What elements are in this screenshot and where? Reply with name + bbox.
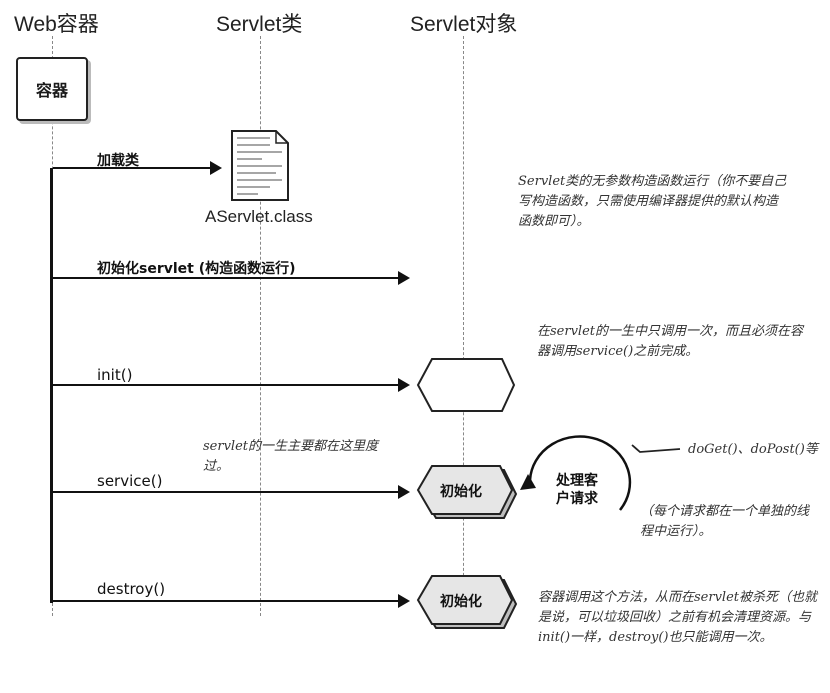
lifeline-servlet-class — [260, 36, 261, 616]
lifeline-servlet-object — [463, 36, 464, 616]
container-label: 容器 — [35, 81, 68, 100]
note-thread: （每个请求都在一个单独的线程中运行）。 — [640, 504, 810, 539]
note-init-once: 在servlet的一生中只调用一次，而且必须在容器调用service()之前完成… — [537, 324, 803, 359]
label-destroy: destroy() — [97, 580, 166, 598]
class-file-name: AServlet.class — [205, 207, 313, 226]
arrow-service — [53, 485, 410, 499]
note-constructor: Servlet类的无参数构造函数运行（你不要自己写构造函数，只需使用编译器提供的… — [518, 174, 787, 229]
note-do-methods: doGet()、doPost()等 — [688, 442, 818, 457]
activation-bar — [50, 168, 53, 603]
hexagon-init — [416, 358, 516, 412]
note-life-here: servlet的一生主要都在这里度过。 — [203, 439, 378, 474]
label-init: init() — [97, 366, 133, 384]
label-init-servlet: 初始化servlet (构造函数运行) — [97, 261, 296, 277]
hexagon-service — [416, 465, 518, 519]
handle-request-label: 处理客户请求 — [556, 473, 598, 507]
arrow-init — [53, 378, 410, 392]
note-destroy: 容器调用这个方法，从而在servlet被杀死（也就是说，可以垃圾回收）之前有机会… — [538, 590, 817, 645]
arrow-load-class — [53, 161, 222, 175]
arrow-init-servlet — [53, 271, 410, 285]
label-load-class: 加载类 — [97, 153, 139, 169]
hexagon-destroy — [416, 575, 518, 629]
header-servlet-object: Servlet对象 — [410, 13, 518, 36]
arrow-destroy — [53, 594, 410, 608]
request-loop-arc — [520, 435, 632, 511]
pointer-do-methods — [631, 444, 681, 453]
header-servlet-class: Servlet类 — [216, 13, 303, 36]
class-file-icon — [231, 130, 289, 201]
container-box: 容器 — [16, 57, 88, 121]
header-web-container: Web容器 — [14, 13, 99, 36]
state-destroy-label: 初始化 — [440, 594, 482, 610]
label-service: service() — [97, 472, 163, 490]
state-service-label: 初始化 — [440, 484, 482, 500]
